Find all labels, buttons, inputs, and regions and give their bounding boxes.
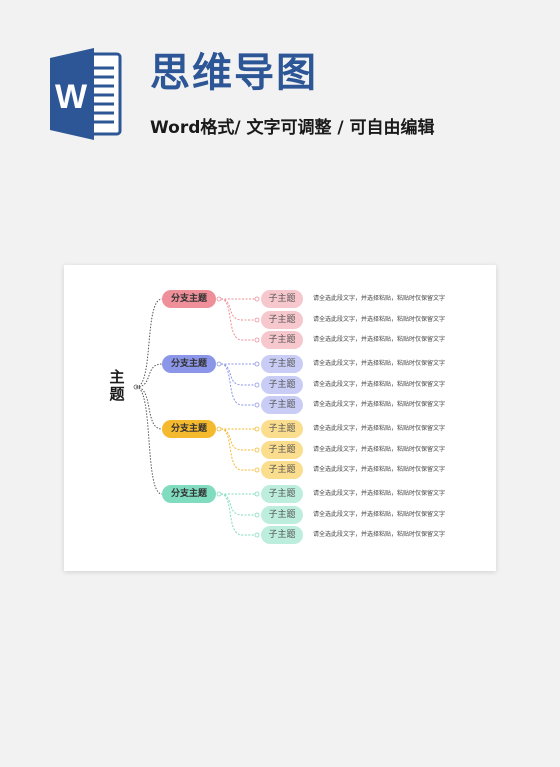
sub-topic-note[interactable]: 请全选此段文字，并选择粘贴，粘贴时仅保留文字 bbox=[313, 466, 446, 473]
sub-connector bbox=[220, 428, 257, 471]
branch-connector-dot bbox=[216, 426, 222, 432]
branch-connector-dot bbox=[216, 361, 222, 367]
mindmap-card: 主题 分支主题子主题请全选此段文字，并选择粘贴，粘贴时仅保留文字子主题请全选此段… bbox=[64, 265, 496, 571]
sub-connector bbox=[220, 298, 257, 341]
sub-topic-note[interactable]: 请全选此段文字，并选择粘贴，粘贴时仅保留文字 bbox=[313, 316, 446, 323]
branch-connector-dot bbox=[216, 491, 222, 497]
sub-connector-dot bbox=[254, 512, 260, 518]
sub-topic-note[interactable]: 请全选此段文字，并选择粘贴，粘贴时仅保留文字 bbox=[313, 381, 446, 388]
sub-topic[interactable]: 子主题 bbox=[261, 485, 303, 503]
sub-topic[interactable]: 子主题 bbox=[261, 526, 303, 544]
page-subtitle: Word格式/ 文字可调整 / 可自由编辑 bbox=[150, 118, 435, 138]
mindmap-connectors bbox=[133, 296, 260, 538]
word-logo-icon: W bbox=[50, 48, 122, 140]
sub-connector bbox=[220, 428, 257, 451]
sub-topic[interactable]: 子主题 bbox=[261, 441, 303, 459]
sub-connector-dot bbox=[254, 467, 260, 473]
sub-topic[interactable]: 子主题 bbox=[261, 396, 303, 414]
sub-connector-dot bbox=[254, 317, 260, 323]
branch-topic[interactable]: 分支主题 bbox=[162, 420, 216, 438]
sub-topic[interactable]: 子主题 bbox=[261, 355, 303, 373]
sub-connector-dot bbox=[254, 402, 260, 408]
branch-connector bbox=[135, 386, 163, 495]
sub-topic-note[interactable]: 请全选此段文字，并选择粘贴，粘贴时仅保留文字 bbox=[313, 531, 446, 538]
sub-topic[interactable]: 子主题 bbox=[261, 376, 303, 394]
sub-connector bbox=[220, 493, 257, 516]
sub-connector bbox=[220, 298, 257, 321]
word-logo-letter: W bbox=[55, 78, 88, 116]
sub-topic[interactable]: 子主题 bbox=[261, 290, 303, 308]
branch-topic[interactable]: 分支主题 bbox=[162, 485, 216, 503]
sub-topic[interactable]: 子主题 bbox=[261, 506, 303, 524]
sub-topic-note[interactable]: 请全选此段文字，并选择粘贴，粘贴时仅保留文字 bbox=[313, 511, 446, 518]
sub-connector-dot bbox=[254, 382, 260, 388]
sub-connector-dot bbox=[254, 426, 260, 432]
sub-connector-dot bbox=[254, 491, 260, 497]
sub-connector-dot bbox=[254, 361, 260, 367]
sub-connector bbox=[220, 363, 257, 406]
sub-connector-dot bbox=[254, 296, 260, 302]
sub-topic-note[interactable]: 请全选此段文字，并选择粘贴，粘贴时仅保留文字 bbox=[313, 295, 446, 302]
sub-topic[interactable]: 子主题 bbox=[261, 420, 303, 438]
sub-topic-note[interactable]: 请全选此段文字，并选择粘贴，粘贴时仅保留文字 bbox=[313, 446, 446, 453]
branch-connector bbox=[135, 386, 163, 430]
sub-connector bbox=[220, 493, 257, 536]
page-title: 思维导图 bbox=[150, 50, 318, 96]
sub-topic[interactable]: 子主题 bbox=[261, 311, 303, 329]
sub-topic-note[interactable]: 请全选此段文字，并选择粘贴，粘贴时仅保留文字 bbox=[313, 360, 446, 367]
sub-connector-dot bbox=[254, 337, 260, 343]
sub-topic-note[interactable]: 请全选此段文字，并选择粘贴，粘贴时仅保留文字 bbox=[313, 336, 446, 343]
branch-connector bbox=[135, 298, 163, 388]
branch-connector bbox=[135, 363, 163, 388]
sub-connector-dot bbox=[254, 532, 260, 538]
sub-topic[interactable]: 子主题 bbox=[261, 331, 303, 349]
branch-topic[interactable]: 分支主题 bbox=[162, 355, 216, 373]
branch-connector-dot bbox=[216, 296, 222, 302]
main-topic[interactable]: 主题 bbox=[109, 368, 125, 403]
sub-connector bbox=[220, 363, 257, 386]
branch-topic[interactable]: 分支主题 bbox=[162, 290, 216, 308]
sub-topic-note[interactable]: 请全选此段文字，并选择粘贴，粘贴时仅保留文字 bbox=[313, 425, 446, 432]
sub-connector-dot bbox=[254, 447, 260, 453]
sub-topic[interactable]: 子主题 bbox=[261, 461, 303, 479]
sub-topic-note[interactable]: 请全选此段文字，并选择粘贴，粘贴时仅保留文字 bbox=[313, 490, 446, 497]
sub-topic-note[interactable]: 请全选此段文字，并选择粘贴，粘贴时仅保留文字 bbox=[313, 401, 446, 408]
